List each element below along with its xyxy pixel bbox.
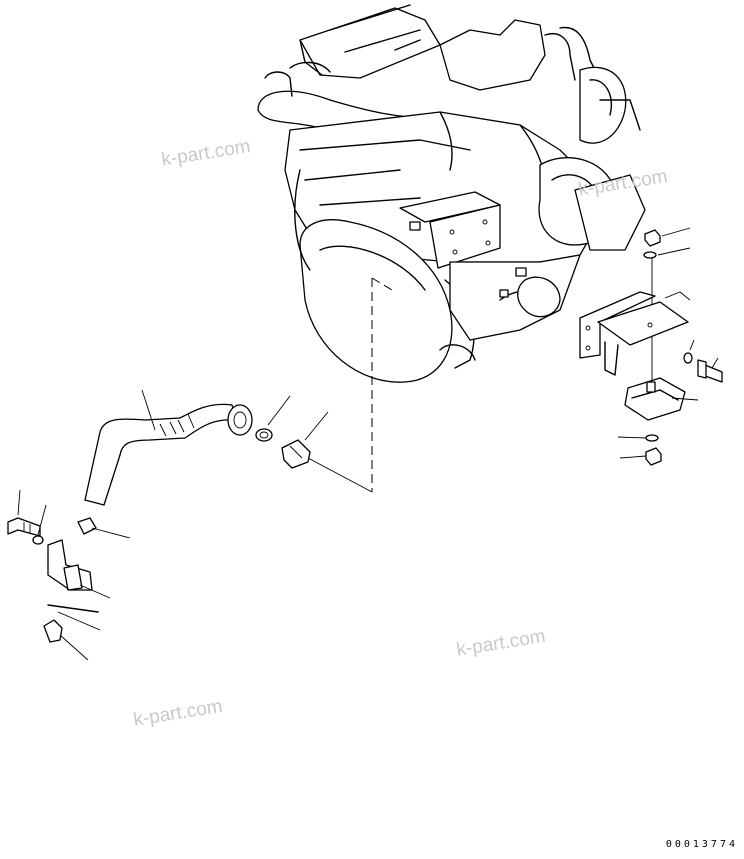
nut-top bbox=[644, 229, 661, 247]
engine-assembly bbox=[257, 4, 646, 383]
clamp-cap bbox=[77, 517, 97, 535]
drawing-number: 00013774 bbox=[665, 839, 738, 850]
hose-assembly bbox=[84, 389, 329, 506]
right-mount-assembly bbox=[579, 227, 723, 466]
washer-right bbox=[683, 352, 693, 364]
elbow-small bbox=[43, 619, 63, 643]
bracket-left bbox=[47, 539, 93, 591]
gasket bbox=[255, 428, 273, 442]
rubber-cushion bbox=[624, 377, 686, 421]
left-bracket-assembly bbox=[7, 489, 131, 661]
guide-lines bbox=[307, 277, 393, 493]
washer-left bbox=[32, 535, 44, 545]
hose bbox=[84, 403, 237, 506]
nut-bottom bbox=[645, 447, 662, 466]
washer-top bbox=[643, 251, 657, 259]
washer-bottom bbox=[645, 434, 659, 442]
hose-end-fitting bbox=[227, 404, 253, 436]
elbow-fitting bbox=[281, 439, 311, 469]
bolt-right bbox=[704, 364, 723, 383]
